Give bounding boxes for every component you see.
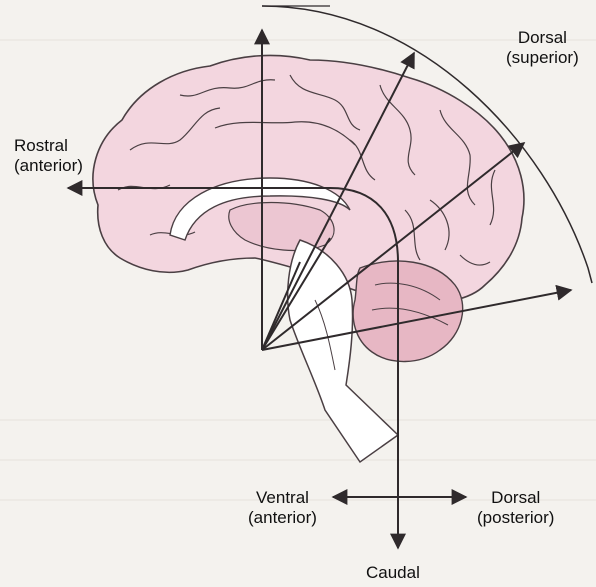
label-rostral: Rostral (anterior) bbox=[14, 136, 83, 176]
label-dorsal-posterior-line2: (posterior) bbox=[477, 508, 554, 528]
cerebellum bbox=[353, 261, 463, 361]
label-rostral-line1: Rostral bbox=[14, 136, 83, 156]
label-dorsal-superior-line1: Dorsal bbox=[506, 28, 579, 48]
label-dorsal-posterior: Dorsal (posterior) bbox=[477, 488, 554, 528]
label-dorsal-superior-line2: (superior) bbox=[506, 48, 579, 68]
label-ventral-anterior-line1: Ventral bbox=[248, 488, 317, 508]
label-ventral-anterior: Ventral (anterior) bbox=[248, 488, 317, 528]
label-caudal: Caudal bbox=[366, 563, 420, 583]
label-dorsal-superior: Dorsal (superior) bbox=[506, 28, 579, 68]
label-rostral-line2: (anterior) bbox=[14, 156, 83, 176]
label-caudal-text: Caudal bbox=[366, 563, 420, 583]
label-ventral-anterior-line2: (anterior) bbox=[248, 508, 317, 528]
label-dorsal-posterior-line1: Dorsal bbox=[477, 488, 554, 508]
